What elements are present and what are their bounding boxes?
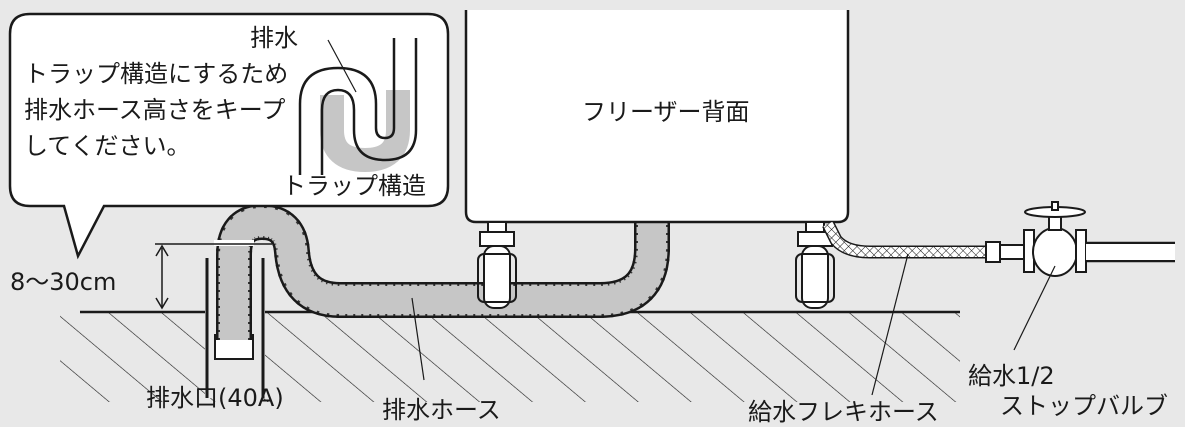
caster-wheel-icon [477,221,517,309]
callout-trap-label: トラップ構造 [282,172,426,200]
valve-label-line-2: ストップバルブ [1000,392,1168,420]
height-range-label: 8〜30cm [10,268,116,296]
stop-valve-icon [985,201,1175,277]
valve-label-line-1: 給水1/2 [968,362,1055,390]
drain-outlet-label: 排水口(40A) [146,384,284,412]
drain-hose-label: 排水ホース [382,396,501,424]
callout-text-line-1: トラップ構造にするため [24,60,288,88]
trap-diagram [298,38,418,175]
callout-bubble [8,12,450,260]
leader-lines [411,253,1056,396]
drain-hose [214,203,670,340]
callout-text-line-3: してください。 [24,132,191,160]
freezer-back-panel [464,10,850,224]
callout-text-line-2: 排水ホース高さをキープ [24,96,285,124]
caster-wheel-icon [795,221,835,309]
freezer-back-label: フリーザー背面 [582,98,750,126]
supply-flex-hose-label: 給水フレキホース [748,398,939,426]
supply-flex-hose [822,221,990,259]
height-dimension [155,243,272,310]
callout-drain-label: 排水 [250,24,298,52]
